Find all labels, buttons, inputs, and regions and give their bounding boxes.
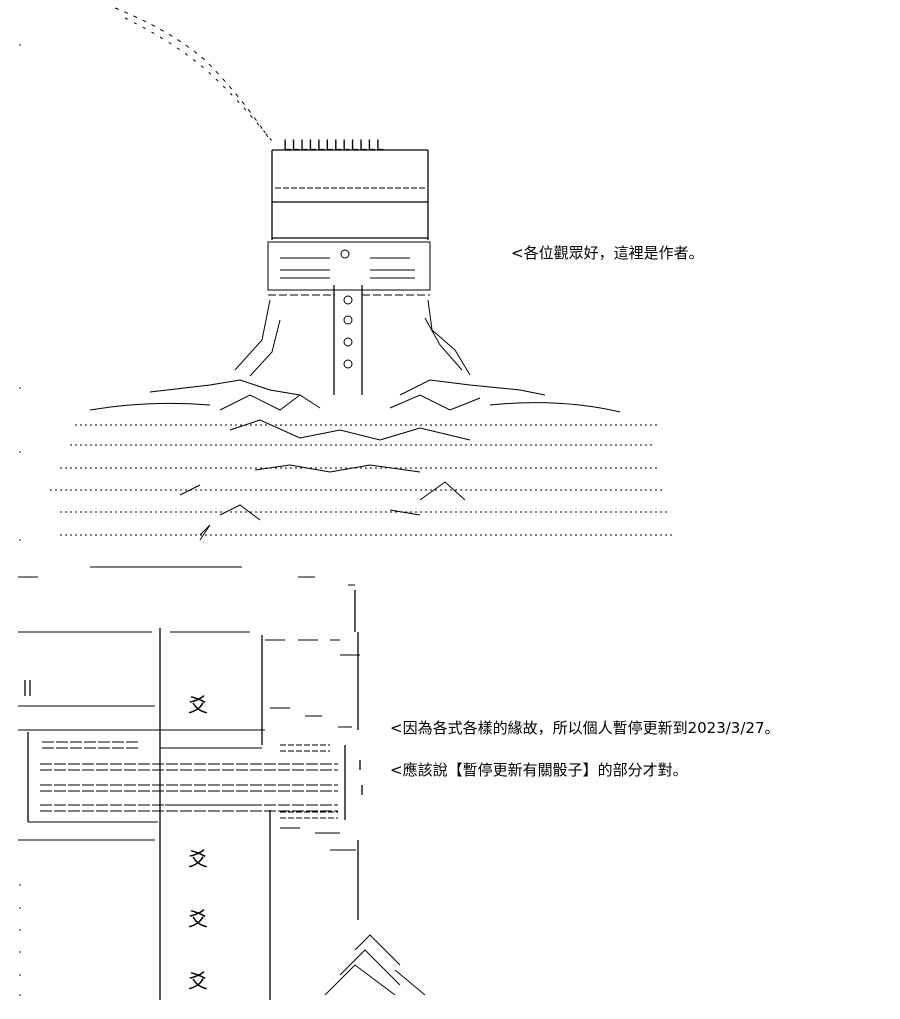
building: 爻 爻 爻 爻	[18, 566, 426, 1000]
face	[234, 241, 471, 395]
speech-line-clarification: <應該說【暫停更新有關骰子】的部分才對。	[390, 761, 688, 779]
margin-dots	[19, 44, 21, 996]
dotted-trail	[114, 7, 276, 146]
speech-line-greeting: <各位觀眾好，這裡是作者。	[511, 244, 704, 262]
glyph-3: 爻	[188, 907, 208, 931]
speech-line-pause-notice: <因為各式各樣的緣故，所以個人暫停更新到2023/3/27。	[390, 719, 780, 737]
cloak	[50, 379, 675, 541]
hat-band: LLLLLLLLLLLL	[283, 138, 384, 154]
glyph-2: 爻	[188, 847, 208, 871]
glyph-4: 爻	[188, 969, 208, 993]
hat: LLLLLLLLLLLL	[271, 138, 429, 240]
glyph-1: 爻	[188, 693, 208, 717]
